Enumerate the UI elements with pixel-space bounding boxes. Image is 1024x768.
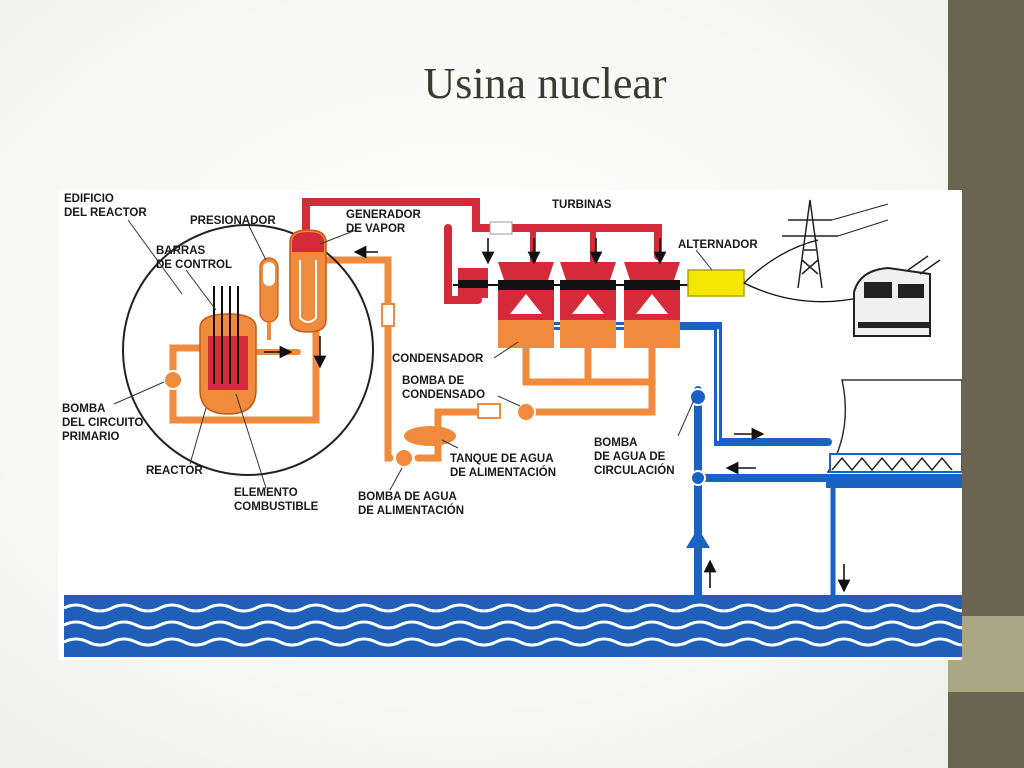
flow-arrows [264, 238, 851, 593]
sea [63, 595, 962, 657]
label-bomba-circ-2: DE AGUA DE [594, 451, 666, 463]
label-edificio-2: DEL REACTOR [64, 207, 147, 219]
label-bomba-alim-2: DE ALIMENTACIÓN [358, 504, 464, 517]
label-elemento-2: COMBUSTIBLE [234, 501, 319, 513]
label-reactor: REACTOR [146, 465, 203, 477]
diagram-labels: EDIFICIO DEL REACTOR PRESIONADOR BARRAS … [62, 193, 758, 517]
label-generador-1: GENERADOR [346, 209, 421, 221]
pressurizer [259, 257, 279, 340]
label-alternador: ALTERNADOR [678, 239, 758, 251]
reactor-vessel [199, 286, 257, 415]
condensate-pump [516, 402, 536, 422]
label-tanque-1: TANQUE DE AGUA [450, 453, 554, 465]
label-bomba-prim-3: PRIMARIO [62, 431, 120, 443]
label-elemento-1: ELEMENTO [234, 487, 298, 499]
slide-title: Usina nuclear [423, 59, 667, 108]
label-turbinas: TURBINAS [552, 199, 612, 211]
leader-lines [113, 219, 713, 491]
cooling-tower [826, 379, 962, 488]
label-barras-2: DE CONTROL [156, 259, 232, 271]
nuclear-plant-diagram: EDIFICIO DEL REACTOR PRESIONADOR BARRAS … [58, 190, 962, 660]
intake-pump-triangle [686, 528, 710, 548]
label-bomba-cond-2: CONDENSADO [402, 389, 485, 401]
label-bomba-circ-3: CIRCULACIÓN [594, 464, 675, 477]
label-bomba-cond-1: BOMBA DE [402, 375, 465, 387]
label-condensador: CONDENSADOR [392, 353, 484, 365]
label-bomba-alim-1: BOMBA DE AGUA [358, 491, 457, 503]
steam-generator [289, 229, 327, 333]
turbines [453, 262, 688, 320]
label-bomba-prim-1: BOMBA [62, 403, 105, 415]
primary-pump [163, 370, 183, 390]
cooling-water-circuit [504, 322, 836, 599]
accent-bar-bottom [948, 692, 1024, 768]
label-barras-1: BARRAS [156, 245, 206, 257]
label-bomba-prim-2: DEL CIRCUITO [62, 417, 143, 429]
power-pylon-icon [782, 199, 889, 289]
label-presionador: PRESIONADOR [190, 215, 276, 227]
label-edificio-1: EDIFICIO [64, 193, 114, 205]
alternator [687, 269, 745, 297]
label-generador-2: DE VAPOR [346, 223, 406, 235]
condenser [498, 320, 680, 386]
label-bomba-circ-1: BOMBA [594, 437, 637, 449]
label-tanque-2: DE ALIMENTACIÓN [450, 466, 556, 479]
train-icon [853, 255, 941, 337]
feedwater-pump [394, 448, 414, 468]
